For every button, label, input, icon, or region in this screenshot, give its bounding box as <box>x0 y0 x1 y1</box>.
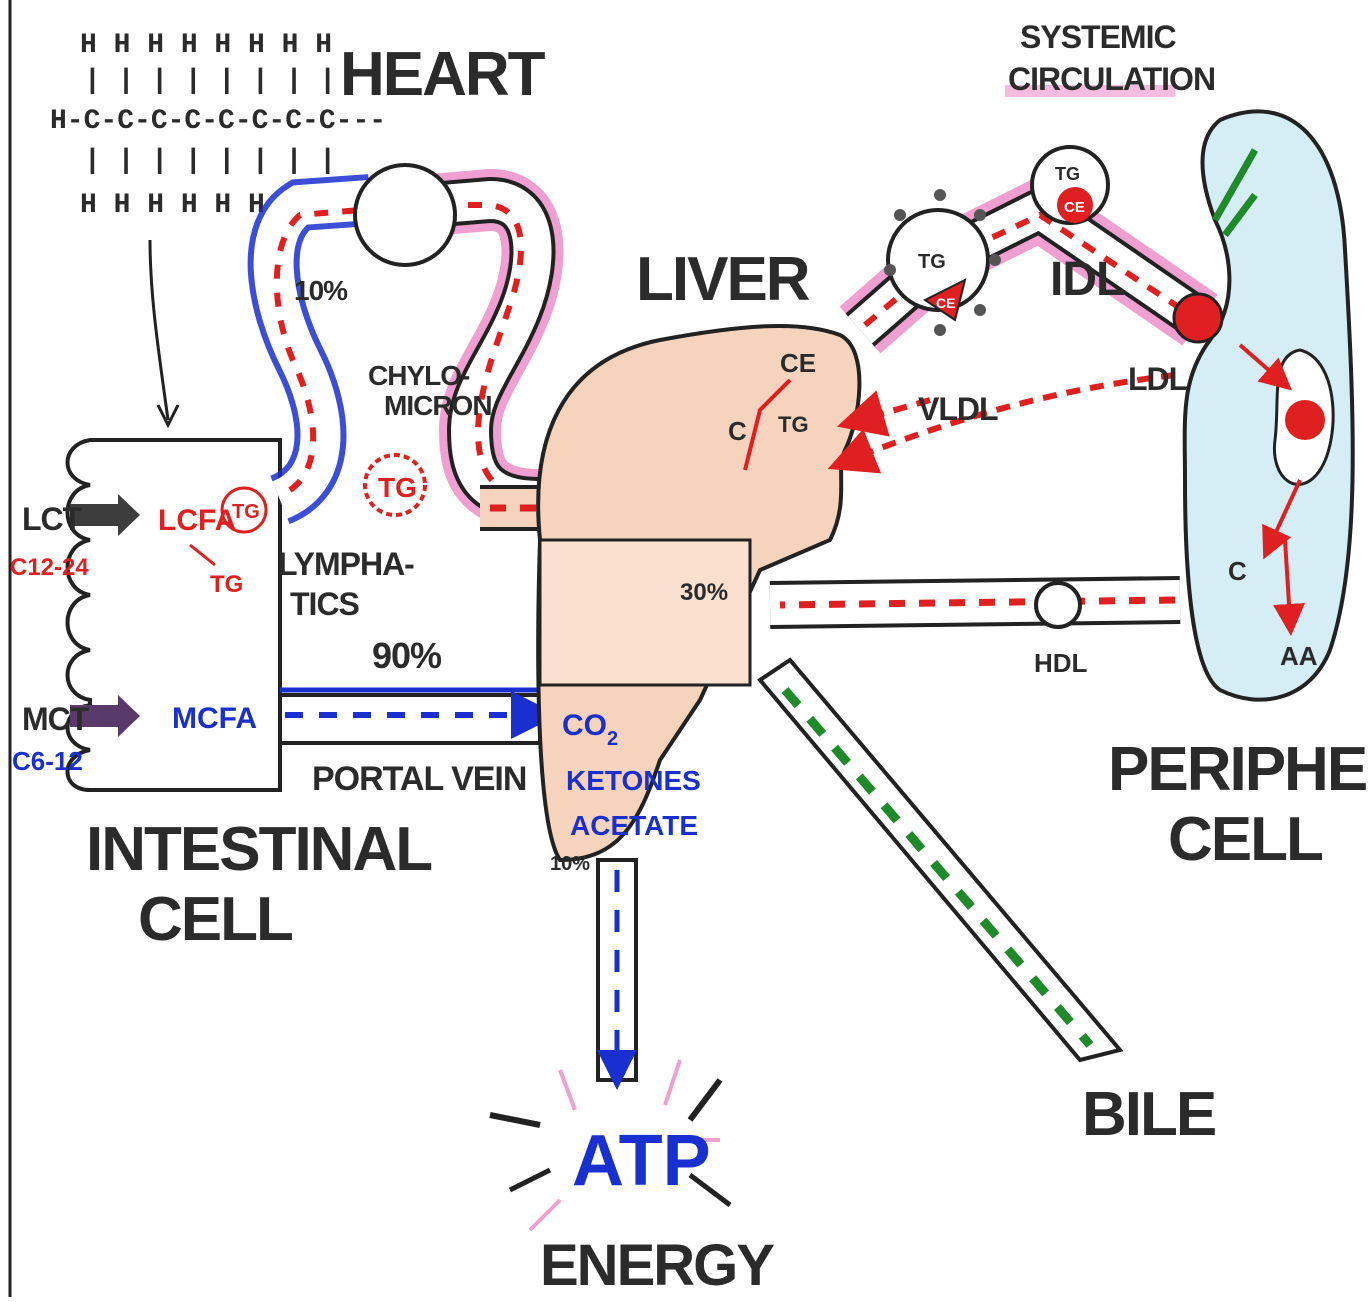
vldl-ce-label: CE <box>936 295 955 311</box>
fatty-acid-chain: H-C-C-C-C-C-C-C-C--- <box>50 106 386 137</box>
ldl-receptor-particle <box>1174 294 1222 342</box>
vldl-tg-label: TG <box>918 251 946 273</box>
ldl-label: LDL <box>1128 361 1188 397</box>
portal-vein <box>280 695 540 743</box>
portal-vein-label: PORTAL VEIN <box>312 760 526 798</box>
lcfa-tg-label: TG <box>210 571 243 598</box>
peripheral-aa-label: AA <box>1280 641 1318 671</box>
bile-label: BILE <box>1082 1080 1215 1149</box>
idl-tg-label: TG <box>1055 164 1080 184</box>
mct-range-label: C6-12 <box>12 746 83 776</box>
idl-ce-label: CE <box>1064 199 1085 216</box>
liver-label: LIVER <box>636 245 810 314</box>
lymphatics-label-1: LYMPHA- <box>278 546 414 582</box>
liver-lower-lobe <box>540 540 750 685</box>
idl-label: IDL <box>1050 253 1124 306</box>
hdl-label: HDL <box>1034 648 1088 678</box>
vldl-label: VLDL <box>918 391 998 427</box>
liver-c-label: C <box>728 416 747 446</box>
lct-label: LCT <box>22 501 83 537</box>
chylomicron-tg-label: TG <box>378 472 417 503</box>
lct-range-label: C12-24 <box>10 554 89 581</box>
co2-label-main: CO <box>562 709 607 742</box>
fatty-acid-arrow <box>150 240 168 420</box>
peripheral-ldl-internalized <box>1285 400 1325 440</box>
peripheral-cell-label-1: PERIPHERAL <box>1108 735 1370 804</box>
ldl-return-flow <box>850 375 1175 460</box>
fatty-acid-top-row: H H H H H H H H <box>80 30 332 61</box>
energy-label: ENERGY <box>540 1233 774 1297</box>
lymph-10-percent: 10% <box>294 275 348 306</box>
atp-label: ATP <box>572 1121 711 1201</box>
intestinal-cell-label-2: CELL <box>138 885 292 954</box>
acetate-label: ACETATE <box>570 810 698 841</box>
intestinal-tg-droplet-label: TG <box>232 501 260 523</box>
fatty-acid-bonds-bottom: | | | | | | | | <box>84 146 336 177</box>
peripheral-c-label: C <box>1228 556 1247 586</box>
mct-label: MCT <box>22 701 90 737</box>
liver-ce-label: CE <box>780 348 816 378</box>
liver-30-percent: 30% <box>680 579 728 606</box>
intestinal-cell <box>68 440 281 790</box>
heart-label: HEART <box>340 40 546 109</box>
portal-90-percent: 90% <box>372 635 442 676</box>
peripheral-cell-label-2: CELL <box>1168 805 1322 874</box>
fatty-acid-bonds-top: | | | | | | | | <box>84 66 336 97</box>
heart <box>355 165 455 265</box>
mcfa-label: MCFA <box>172 702 257 735</box>
hdl-particle <box>1036 583 1080 627</box>
ketones-label: KETONES <box>566 765 701 796</box>
chylomicron-label-2: MICRON <box>384 390 492 421</box>
systemic-label-2: CIRCULATION <box>1008 61 1215 97</box>
lymphatics-label-2: TICS <box>290 586 360 622</box>
intestinal-cell-label-1: INTESTINAL <box>86 815 431 884</box>
co2-label-subscript: 2 <box>607 728 618 750</box>
chylomicron-label-1: CHYLO- <box>368 360 470 391</box>
liver-10-percent: 10% <box>550 853 590 875</box>
systemic-label-1: SYSTEMIC <box>1020 19 1176 55</box>
liver-tg-label: TG <box>778 412 809 437</box>
